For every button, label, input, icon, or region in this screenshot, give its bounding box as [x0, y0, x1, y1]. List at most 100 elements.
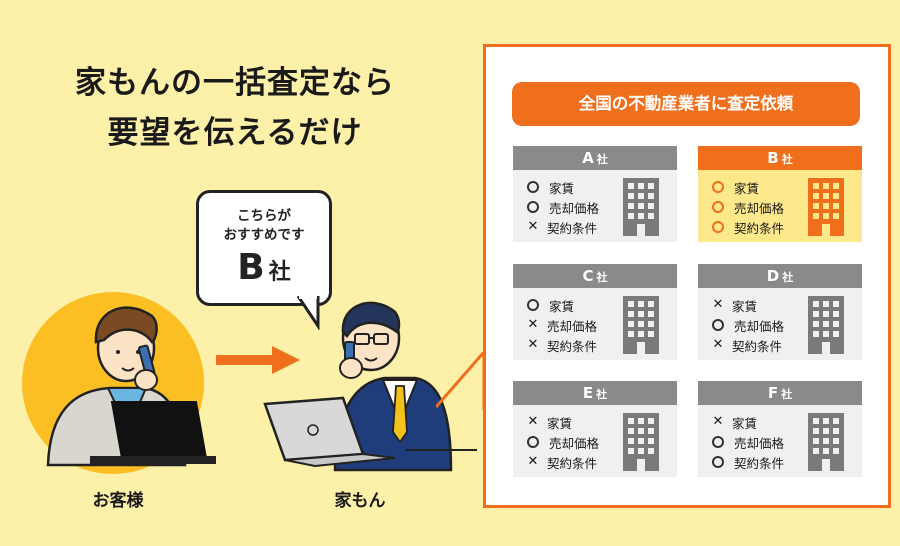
callout-company-suffix: 社: [268, 260, 291, 285]
circle-mark-icon: [712, 221, 724, 233]
criteria-label: 契約条件: [547, 455, 598, 471]
company-suffix: 社: [596, 153, 608, 166]
circle-mark-icon: [527, 436, 539, 448]
criteria-label: 売却価格: [734, 318, 785, 334]
callout-company-letter: B: [237, 247, 265, 288]
criteria-row: 契約条件: [712, 217, 784, 237]
panel-title: 全国の不動産業者に査定依頼: [512, 82, 860, 126]
criteria-row: ✕ 家賃: [712, 295, 784, 315]
company-suffix: 社: [782, 271, 794, 284]
criteria-label: 契約条件: [547, 338, 598, 354]
building-icon: [808, 178, 844, 236]
criteria-label: 売却価格: [734, 435, 785, 451]
criteria-row: 売却価格: [527, 432, 599, 452]
company-suffix: 社: [781, 153, 793, 166]
circle-mark-icon: [527, 181, 539, 193]
criteria-row: 売却価格: [712, 197, 784, 217]
headline-line2: 要望を伝えるだけ: [107, 115, 363, 151]
criteria-row: ✕ 契約条件: [712, 335, 784, 355]
building-icon: [623, 413, 659, 471]
cross-mark-icon: ✕: [712, 297, 724, 312]
building-icon: [808, 296, 844, 354]
company-suffix: 社: [596, 271, 608, 284]
criteria-label: 売却価格: [734, 200, 785, 216]
criteria-row: 家賃: [527, 177, 599, 197]
criteria-row: 家賃: [712, 177, 784, 197]
headline: 家もんの一括査定なら 要望を伝えるだけ: [30, 58, 440, 158]
company-letter: B: [767, 149, 779, 167]
company-letter: C: [582, 267, 594, 285]
circle-mark-icon: [712, 436, 724, 448]
circle-mark-icon: [527, 299, 539, 311]
circle-mark-icon: [712, 319, 724, 331]
cross-mark-icon: ✕: [527, 337, 539, 352]
criteria-row: 売却価格: [527, 197, 599, 217]
circle-mark-icon: [712, 456, 724, 468]
agent-illustration: [263, 301, 477, 472]
criteria-row: 家賃: [527, 295, 597, 315]
criteria-label: 家賃: [734, 180, 760, 196]
callout-line2: おすすめです: [223, 227, 305, 243]
company-suffix: 社: [781, 388, 793, 401]
company-letter: A: [582, 149, 594, 167]
criteria-row: 契約条件: [712, 452, 784, 472]
panel-connector: [436, 352, 486, 410]
cross-mark-icon: ✕: [712, 337, 724, 352]
company-suffix: 社: [596, 388, 608, 401]
building-icon: [808, 413, 844, 471]
criteria-row: ✕ 売却価格: [527, 315, 597, 335]
circle-mark-icon: [712, 181, 724, 193]
headline-line1: 家もんの一括査定なら: [75, 65, 395, 101]
cross-mark-icon: ✕: [527, 414, 539, 429]
criteria-label: 家賃: [547, 415, 573, 431]
building-icon: [623, 178, 659, 236]
cross-mark-icon: ✕: [527, 454, 539, 469]
criteria-row: 売却価格: [712, 315, 784, 335]
cross-mark-icon: ✕: [527, 219, 539, 234]
criteria-label: 家賃: [732, 298, 758, 314]
agent-label: 家もん: [334, 491, 386, 511]
company-letter: D: [766, 267, 780, 285]
circle-mark-icon: [527, 201, 539, 213]
callout-line1: こちらが: [237, 208, 291, 224]
callout-tail: [296, 296, 320, 330]
company-letter: E: [582, 384, 594, 402]
criteria-label: 契約条件: [732, 338, 783, 354]
company-letter: F: [767, 384, 779, 402]
criteria-label: 売却価格: [549, 435, 600, 451]
criteria-row: ✕ 契約条件: [527, 217, 599, 237]
criteria-label: 売却価格: [549, 200, 600, 216]
criteria-label: 契約条件: [734, 455, 785, 471]
cross-mark-icon: ✕: [712, 414, 724, 429]
criteria-row: ✕ 家賃: [527, 412, 599, 432]
criteria-label: 家賃: [549, 180, 575, 196]
cross-mark-icon: ✕: [527, 317, 539, 332]
circle-mark-icon: [712, 201, 724, 213]
criteria-row: ✕ 家賃: [712, 412, 784, 432]
building-icon: [623, 296, 659, 354]
flow-arrow-icon: [216, 346, 300, 374]
criteria-row: 売却価格: [712, 432, 784, 452]
criteria-row: ✕ 契約条件: [527, 452, 599, 472]
criteria-label: 家賃: [732, 415, 758, 431]
criteria-label: 売却価格: [547, 318, 598, 334]
criteria-label: 契約条件: [547, 220, 598, 236]
criteria-label: 家賃: [549, 298, 575, 314]
customer-illustration: [46, 306, 216, 467]
criteria-row: ✕ 契約条件: [527, 335, 597, 355]
customer-label: お客様: [92, 491, 144, 511]
